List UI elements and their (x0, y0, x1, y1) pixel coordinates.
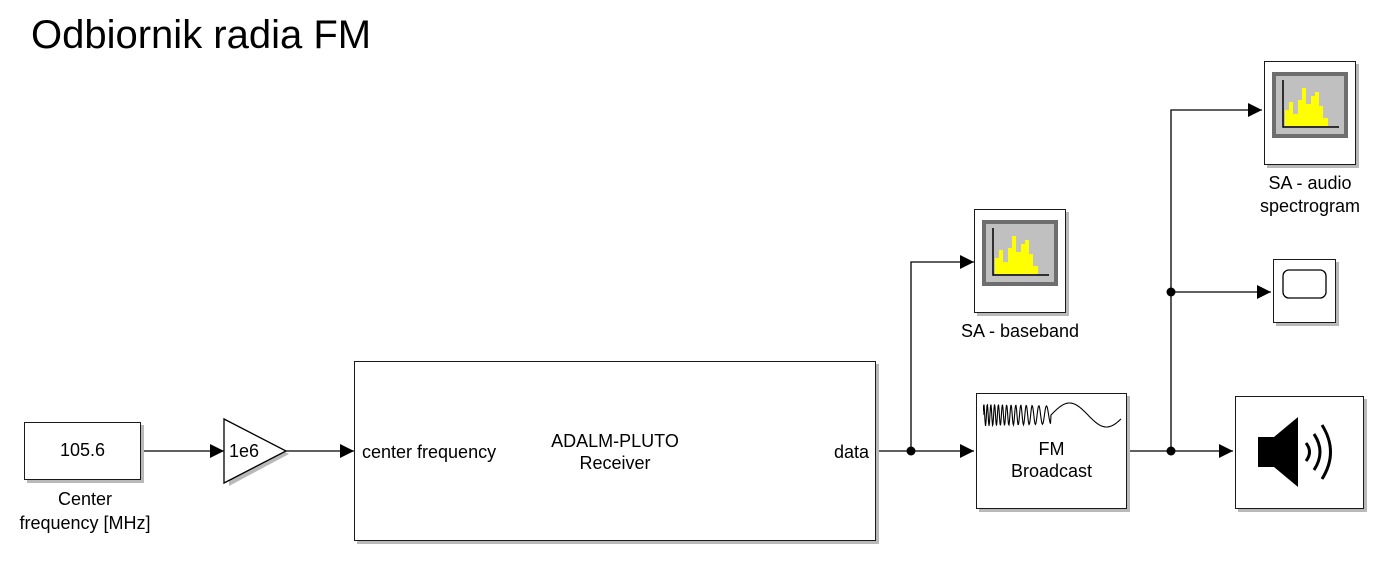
fm-broadcast-name-line1: FM (1038, 439, 1065, 459)
receiver-name-line1: ADALM-PLUTO (551, 431, 679, 451)
sa-audio-caption-line2: spectrogram (1259, 196, 1361, 216)
page-title: Odbiornik radia FM (31, 13, 372, 57)
fm-broadcast-name-line2: Broadcast (1010, 461, 1093, 481)
center-frequency-constant-block[interactable]: 105.6 (24, 422, 141, 480)
receiver-output-port-label: data (833, 442, 869, 462)
constant-caption-line2: frequency [MHz] (19, 513, 151, 533)
fm-broadcast-block[interactable]: FM Broadcast (976, 393, 1127, 509)
line-branch-to-sa-audio (1170, 103, 1262, 451)
scope-icon (1282, 269, 1327, 299)
junction-dot (1166, 287, 1176, 297)
gain-block[interactable] (223, 417, 289, 486)
speaker-icon (1258, 417, 1332, 487)
sa-baseband-caption: SA - baseband (960, 321, 1080, 341)
spectrum-analyzer-icon (982, 220, 1058, 286)
constant-value: 105.6 (59, 440, 106, 460)
junction-dot (1166, 446, 1176, 456)
gain-value: 1e6 (228, 441, 260, 461)
fm-waveform-icon (983, 402, 1122, 428)
junction-dot (906, 446, 916, 456)
line-branch-to-sa-baseband (910, 255, 974, 451)
constant-caption-line1: Center (57, 489, 113, 509)
sa-audio-spectrogram-block[interactable] (1264, 61, 1356, 165)
sa-audio-caption-line1: SA - audio (1268, 173, 1352, 193)
adalm-pluto-receiver-block[interactable]: ADALM-PLUTO Receiver center frequency da… (354, 361, 876, 541)
sa-baseband-block[interactable] (974, 209, 1066, 313)
audio-device-block[interactable] (1235, 396, 1364, 509)
receiver-input-port-label: center frequency (362, 442, 497, 462)
scope-block[interactable] (1273, 259, 1336, 323)
receiver-name-line2: Receiver (579, 453, 651, 473)
spectrum-analyzer-icon (1272, 72, 1348, 138)
